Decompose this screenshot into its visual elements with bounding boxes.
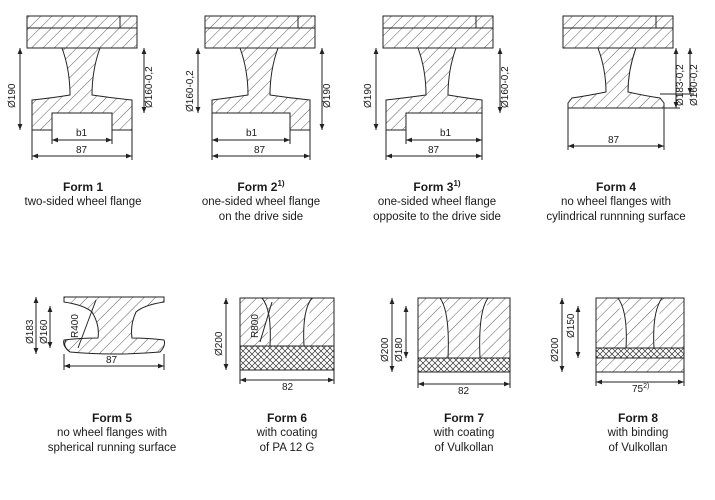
form-5-desc-2: spherical running surface (47, 442, 177, 454)
form-4-dim-right1: Ø183-0,2 (675, 64, 686, 106)
form-5-dim-radius: R400 (70, 314, 81, 338)
form-1-dim-left: Ø190 (7, 83, 18, 108)
form-7-coating (417, 357, 511, 373)
form-3-desc-2: opposite to the drive side (373, 211, 501, 223)
form-6-desc-1: with coating (256, 427, 318, 439)
form-2-hub (204, 15, 316, 49)
form-1-wheel-body (31, 47, 133, 131)
form-6-dim-radius: R800 (250, 314, 261, 338)
form-6-dim-bottom: 82 (282, 382, 294, 393)
form-2-dim-inner: b1 (246, 128, 258, 139)
form-1-dim-right: Ø160-0,2 (144, 66, 155, 108)
form-8-caption: Form 8 with binding of Vulkollan (550, 407, 715, 456)
form-3-dim-left: Ø190 (363, 83, 374, 108)
form-4-caption: Form 4 no wheel flanges with cylindrical… (528, 176, 704, 225)
form-3-dim-bottom: 87 (428, 145, 440, 156)
form-8-binding (595, 357, 685, 373)
form-3-hub (382, 15, 494, 49)
form-8-dim-bottom: 752) (632, 383, 649, 395)
form-8-title: Form 8 (617, 411, 658, 425)
form-4-title: Form 4 (595, 180, 636, 194)
form-7-dim-bottom: 82 (458, 386, 470, 397)
form-6-caption: Form 6 with coating of PA 12 G (199, 407, 375, 456)
form-1-title: Form 1 (62, 180, 103, 194)
form-3-title: Form 31) (413, 179, 461, 194)
form-1-hub (26, 15, 138, 49)
form-6-desc-2: of PA 12 G (259, 442, 315, 454)
form-1-desc: two-sided wheel flange (24, 196, 142, 208)
form-2-dim-right: Ø190 (322, 83, 333, 108)
form-5-caption: Form 5 no wheel flanges with spherical r… (24, 407, 200, 456)
form-7-caption: Form 7 with coating of Vulkollan (376, 407, 552, 456)
form-5-dim-left2: Ø160 (39, 319, 50, 344)
form-1-dim-bottom: 87 (76, 145, 88, 156)
form-7-drawing (389, 297, 511, 388)
form-8-wheel-body (595, 297, 685, 349)
form-8-desc-2: of Vulkollan (608, 442, 668, 454)
form-4-desc-2: cylindrical runnning surface (546, 211, 686, 223)
form-7-dim-left1: Ø200 (380, 337, 391, 362)
form-4-wheel-body (567, 47, 665, 109)
form-6-coating (239, 345, 335, 371)
form-1-caption: Form 1 two-sided wheel flange (0, 176, 171, 210)
form-2-caption: Form 21) one-sided wheel flange on the d… (173, 176, 349, 225)
form-8-dim-bottom-value: 75 (632, 384, 644, 395)
form-7-desc-1: with coating (433, 427, 495, 439)
form-5-drawing (33, 296, 165, 370)
form-4-drawing (562, 15, 694, 150)
form-7-title: Form 7 (443, 411, 484, 425)
form-5-title: Form 5 (91, 411, 132, 425)
form-5-desc-1: no wheel flanges with (57, 427, 167, 439)
form-5-wheel-body (63, 296, 165, 355)
form-7-wheel-body (417, 297, 511, 359)
form-8-drawing (559, 297, 685, 386)
form-7-dim-left2: Ø180 (394, 337, 405, 362)
form-8-desc-1: with binding (607, 427, 669, 439)
form-6-dim-left: Ø200 (214, 331, 225, 356)
form-2-drawing (195, 15, 325, 160)
form-2-wheel-body (211, 47, 311, 131)
form-4-dim-right2: Ø160-0,2 (689, 64, 700, 106)
form-2-dim-left: Ø160-0,2 (185, 70, 196, 112)
form-2-desc-1: one-sided wheel flange (201, 196, 321, 208)
form-8-dim-left2: Ø150 (566, 313, 577, 338)
form-3-caption: Form 31) one-sided wheel flange opposite… (349, 176, 525, 225)
form-4-hub (562, 15, 674, 49)
form-5-dim-bottom: 87 (106, 355, 118, 366)
form-1-dim-inner: b1 (76, 128, 88, 139)
form-4-desc-1: no wheel flanges with (561, 196, 671, 208)
form-4-dim-bottom: 87 (608, 135, 620, 146)
form-2-desc-2: on the drive side (218, 211, 304, 223)
form-8-dim-left1: Ø200 (550, 337, 561, 362)
form-7-desc-2: of Vulkollan (434, 442, 494, 454)
form-2-dim-bottom: 87 (254, 145, 266, 156)
form-3-drawing (373, 15, 503, 160)
form-3-dim-right: Ø160-0,2 (500, 66, 511, 108)
form-3-wheel-body (385, 47, 483, 131)
form-3-dim-inner: b1 (440, 128, 452, 139)
form-1-drawing (17, 15, 147, 160)
form-5-dim-left1: Ø183 (25, 319, 36, 344)
form-8-binding-top (595, 347, 685, 359)
form-6-drawing (223, 297, 335, 384)
form-2-title: Form 21) (237, 179, 285, 194)
form-6-title: Form 6 (266, 411, 307, 425)
form-8-dim-bottom-sup: 2) (643, 383, 649, 390)
form-3-desc-1: one-sided wheel flange (377, 196, 497, 208)
